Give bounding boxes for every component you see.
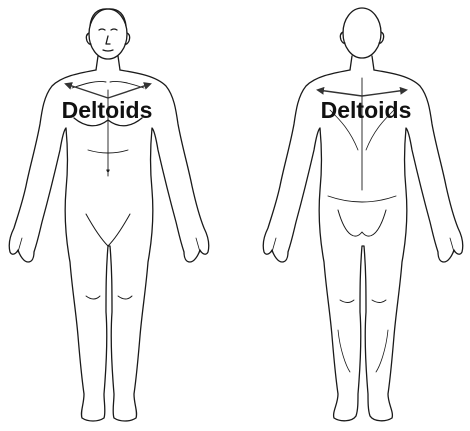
back-arrow-right (361, 86, 408, 97)
back-head (342, 7, 382, 59)
back-deltoid-annotation: Deltoids (316, 86, 412, 123)
front-body-figure (8, 8, 210, 422)
front-deltoids-label: Deltoids (62, 97, 153, 123)
front-deltoid-annotation: Deltoids (62, 82, 153, 123)
back-deltoids-label: Deltoids (321, 97, 412, 123)
back-body-outline (262, 69, 464, 422)
front-body-outline (8, 69, 210, 422)
front-arrow-left (64, 82, 109, 99)
back-arrow-left (316, 86, 363, 97)
front-arrow-right (107, 82, 152, 99)
back-body-figure (262, 7, 464, 422)
